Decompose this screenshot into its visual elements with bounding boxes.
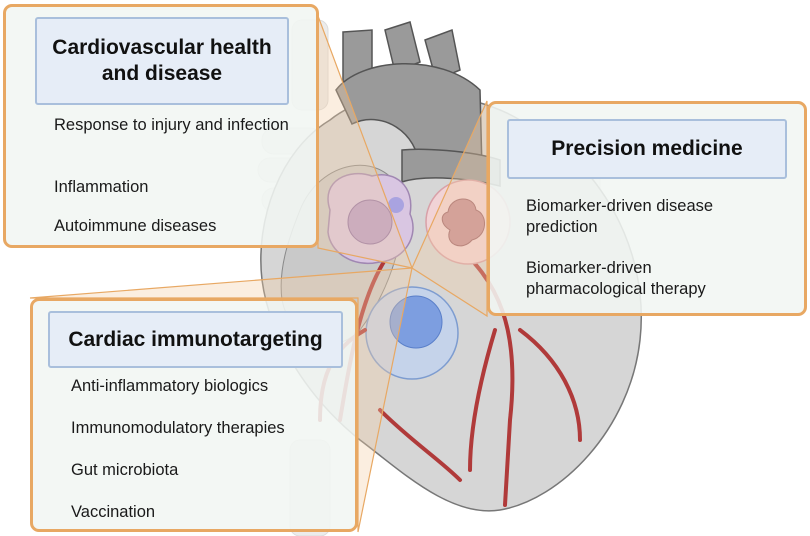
precision-item-2: Biomarker-driven pharmacological therapy: [526, 259, 706, 298]
immunotargeting-item-4: Vaccination: [71, 503, 156, 521]
cardiovascular-health-panel: Cardiovascular health and disease Respon…: [3, 4, 319, 248]
immunotargeting-item-3: Gut microbiota: [71, 461, 179, 479]
cardiovascular-item-1: Response to injury and infection: [54, 116, 289, 134]
great-vessels: [335, 21, 501, 187]
cardiovascular-health-title: Cardiovascular health and disease: [35, 17, 289, 105]
callout-wedges: [29, 15, 488, 533]
immunotargeting-item-1: Anti-inflammatory biologics: [71, 377, 269, 395]
precision-medicine-title: Precision medicine: [507, 119, 787, 179]
precision-item-1: Biomarker-driven disease prediction: [526, 197, 714, 236]
macrophage-cell: [327, 172, 414, 264]
immunotargeting-item-2: Immunomodulatory therapies: [71, 419, 285, 437]
cardiac-immunotargeting-panel: Cardiac immunotargeting Anti-inflammator…: [30, 298, 358, 532]
cardiovascular-item-2: Inflammation: [54, 178, 149, 196]
cardiac-immunotargeting-title: Cardiac immunotargeting: [48, 311, 343, 368]
precision-medicine-panel: Precision medicine Biomarker-driven dise…: [487, 101, 807, 316]
lymphocyte-cell: [365, 286, 459, 380]
cardiovascular-item-3: Autoimmune diseases: [54, 217, 217, 235]
